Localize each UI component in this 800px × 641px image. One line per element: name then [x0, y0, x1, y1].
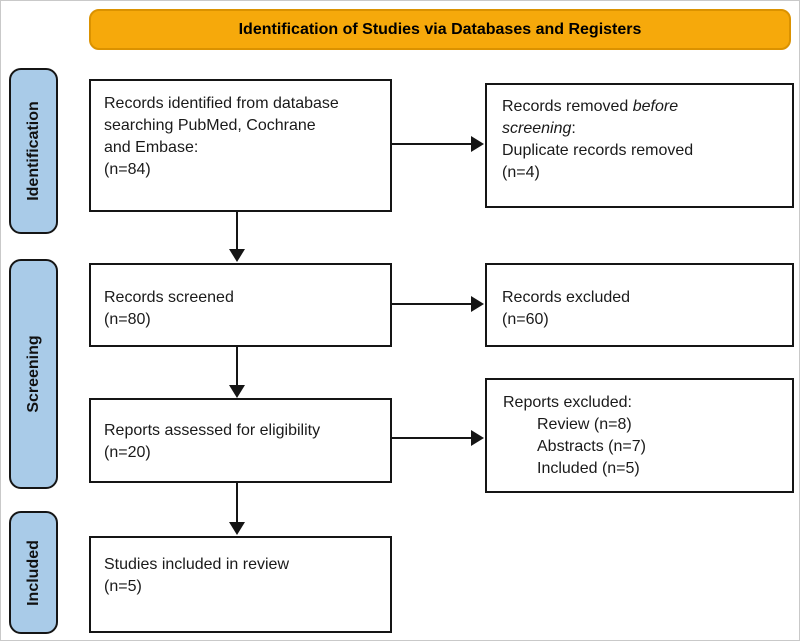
arrow-shaft	[392, 303, 473, 305]
text-segment-italic: before	[632, 98, 679, 115]
banner-identification-of-studies: Identification of Studies via Databases …	[89, 9, 791, 50]
arrow-shaft	[236, 212, 238, 251]
text-line: Included (n=5)	[537, 460, 640, 477]
arrowhead-down-icon	[229, 249, 245, 262]
arrowhead-right-icon	[471, 136, 484, 152]
text-line: Records screened	[104, 289, 234, 306]
text-line: Abstracts (n=7)	[537, 438, 646, 455]
text-line: screening:	[502, 118, 777, 140]
text-line: (n=5)	[104, 578, 142, 595]
box-studies-included: Studies included in review (n=5)	[89, 536, 392, 633]
text-line: (n=60)	[502, 311, 549, 328]
stage-label-text: Screening	[24, 335, 42, 413]
arrow-shaft	[392, 143, 473, 145]
arrowhead-down-icon	[229, 385, 245, 398]
banner-label: Identification of Studies via Databases …	[238, 20, 642, 38]
arrow-shaft	[236, 347, 238, 387]
text-line: Review (n=8)	[537, 416, 632, 433]
text-segment: :	[571, 120, 576, 137]
stage-label-text: Identification	[24, 101, 42, 201]
text-line: Records excluded	[502, 289, 631, 306]
text-line: Records removed before	[502, 96, 777, 118]
text-line: Reports excluded:	[503, 394, 632, 411]
text-line: (n=84)	[104, 161, 151, 178]
arrowhead-right-icon	[471, 430, 484, 446]
stage-label-identification: Identification	[9, 68, 58, 234]
text-line: and Embase:	[104, 139, 199, 156]
right-arrow-identified-to-removed	[392, 136, 484, 152]
text-segment: Records removed	[502, 98, 633, 115]
text-line: searching PubMed, Cochrane	[104, 117, 316, 134]
text-line: Reports assessed for eligibility	[104, 422, 321, 439]
text-line: (n=4)	[502, 164, 540, 181]
box-records-screened: Records screened (n=80)	[89, 263, 392, 347]
down-arrow-screened-to-assessed	[229, 347, 245, 398]
text-line: (n=80)	[104, 311, 151, 328]
box-reports-assessed: Reports assessed for eligibility (n=20)	[89, 398, 392, 483]
box-records-excluded: Records excluded (n=60)	[485, 263, 794, 347]
text-segment-italic: screening	[502, 120, 572, 137]
text-line: Records identified from database	[104, 95, 339, 112]
text-line: (n=20)	[104, 444, 151, 461]
box-records-removed: Records removed before screening: Duplic…	[485, 83, 794, 208]
down-arrow-identified-to-screened	[229, 212, 245, 262]
down-arrow-assessed-to-included	[229, 483, 245, 535]
stage-label-text: Included	[24, 539, 42, 606]
stage-label-screening: Screening	[9, 259, 58, 489]
arrowhead-down-icon	[229, 522, 245, 535]
text-line: Duplicate records removed	[502, 142, 694, 159]
text-line: Studies included in review	[104, 556, 289, 573]
arrowhead-right-icon	[471, 296, 484, 312]
right-arrow-screened-to-excluded	[392, 296, 484, 312]
arrow-shaft	[392, 437, 473, 439]
right-arrow-assessed-to-reports-excluded	[392, 430, 484, 446]
stage-label-included: Included	[9, 511, 58, 634]
arrow-shaft	[236, 483, 238, 524]
box-reports-excluded: Reports excluded: Review (n=8) Abstracts…	[485, 378, 794, 493]
box-records-identified: Records identified from database searchi…	[89, 79, 392, 212]
